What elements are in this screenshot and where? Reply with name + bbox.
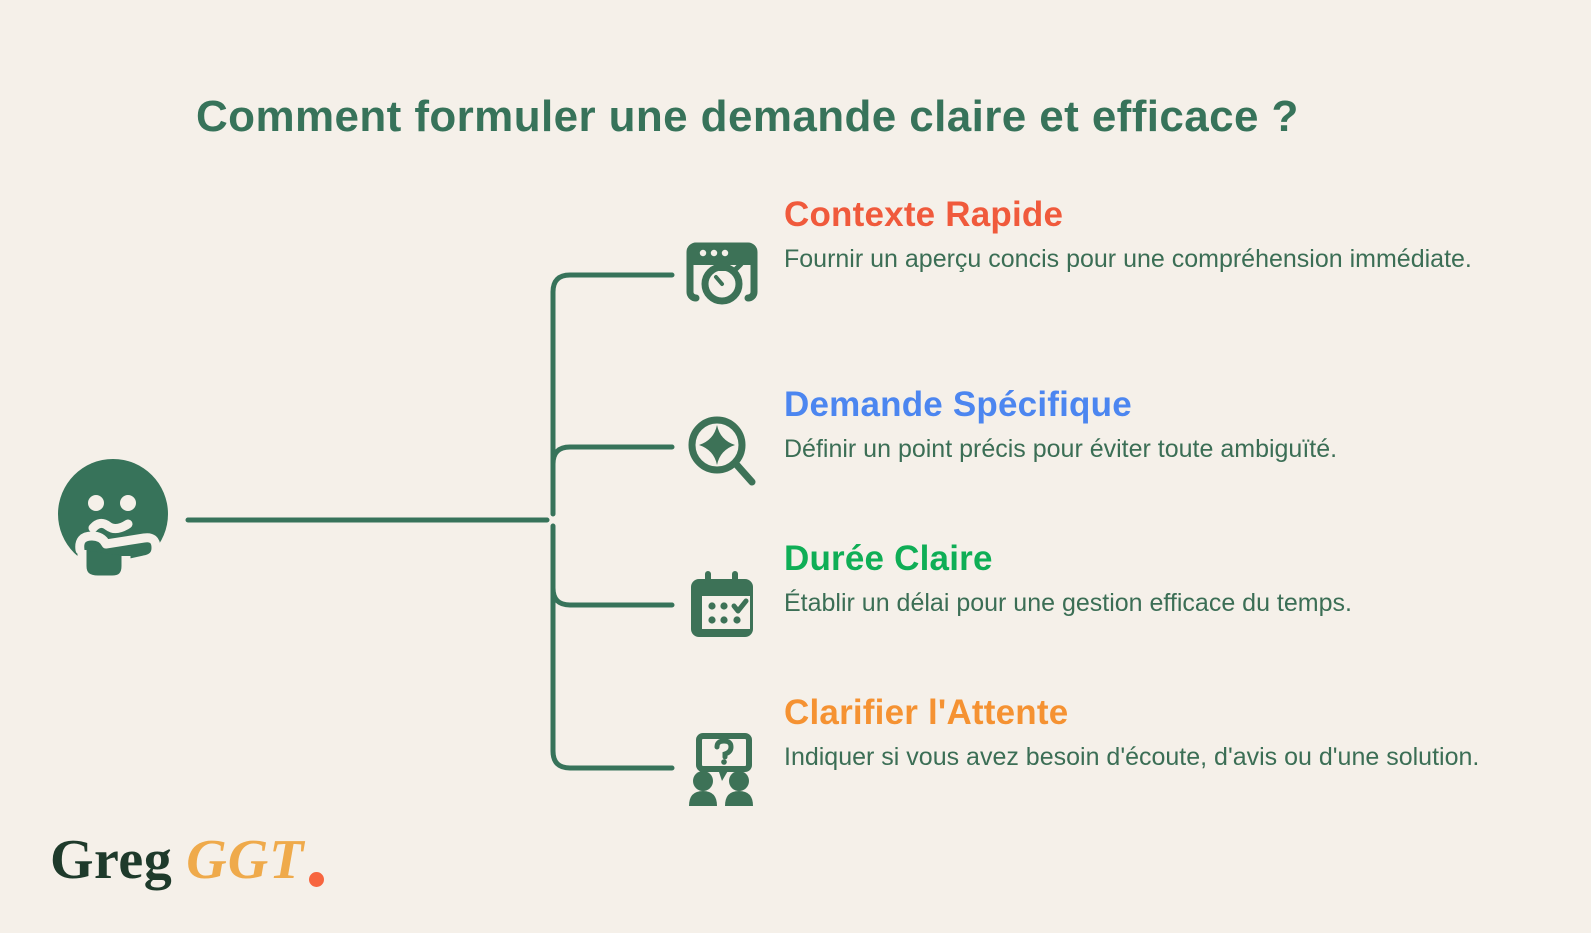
item-heading: Clarifier l'Attente xyxy=(784,693,1069,732)
people-question-bubble-icon xyxy=(684,730,760,806)
logo-dot-icon xyxy=(309,872,325,887)
item-text-block: Clarifier l'Attente Indiquer si vous ave… xyxy=(784,694,1544,774)
item-description: Indiquer si vous avez besoin d'écoute, d… xyxy=(784,742,1480,771)
item-description: Fournir un aperçu concis pour une compré… xyxy=(784,244,1472,273)
calendar-check-icon xyxy=(684,566,760,642)
page-title: Comment formuler une demande claire et e… xyxy=(196,92,1299,141)
magnifier-sparkle-icon xyxy=(684,412,760,488)
item-heading: Contexte Rapide xyxy=(784,195,1064,234)
item-description: Définir un point précis pour éviter tout… xyxy=(784,434,1338,463)
item-heading: Demande Spécifique xyxy=(784,385,1132,424)
logo-name: Greg xyxy=(50,829,173,891)
browser-stopwatch-icon xyxy=(684,232,760,308)
brand-logo: Greg GGT xyxy=(50,828,325,892)
item-text-block: Durée Claire Établir un délai pour une g… xyxy=(784,540,1544,620)
item-description: Établir un délai pour une gestion effica… xyxy=(784,588,1352,617)
item-text-block: Contexte Rapide Fournir un aperçu concis… xyxy=(784,196,1544,276)
item-heading: Durée Claire xyxy=(784,539,993,578)
item-text-block: Demande Spécifique Définir un point préc… xyxy=(784,386,1544,466)
thinking-face-icon xyxy=(52,458,174,585)
logo-suffix: GGT xyxy=(186,829,305,891)
